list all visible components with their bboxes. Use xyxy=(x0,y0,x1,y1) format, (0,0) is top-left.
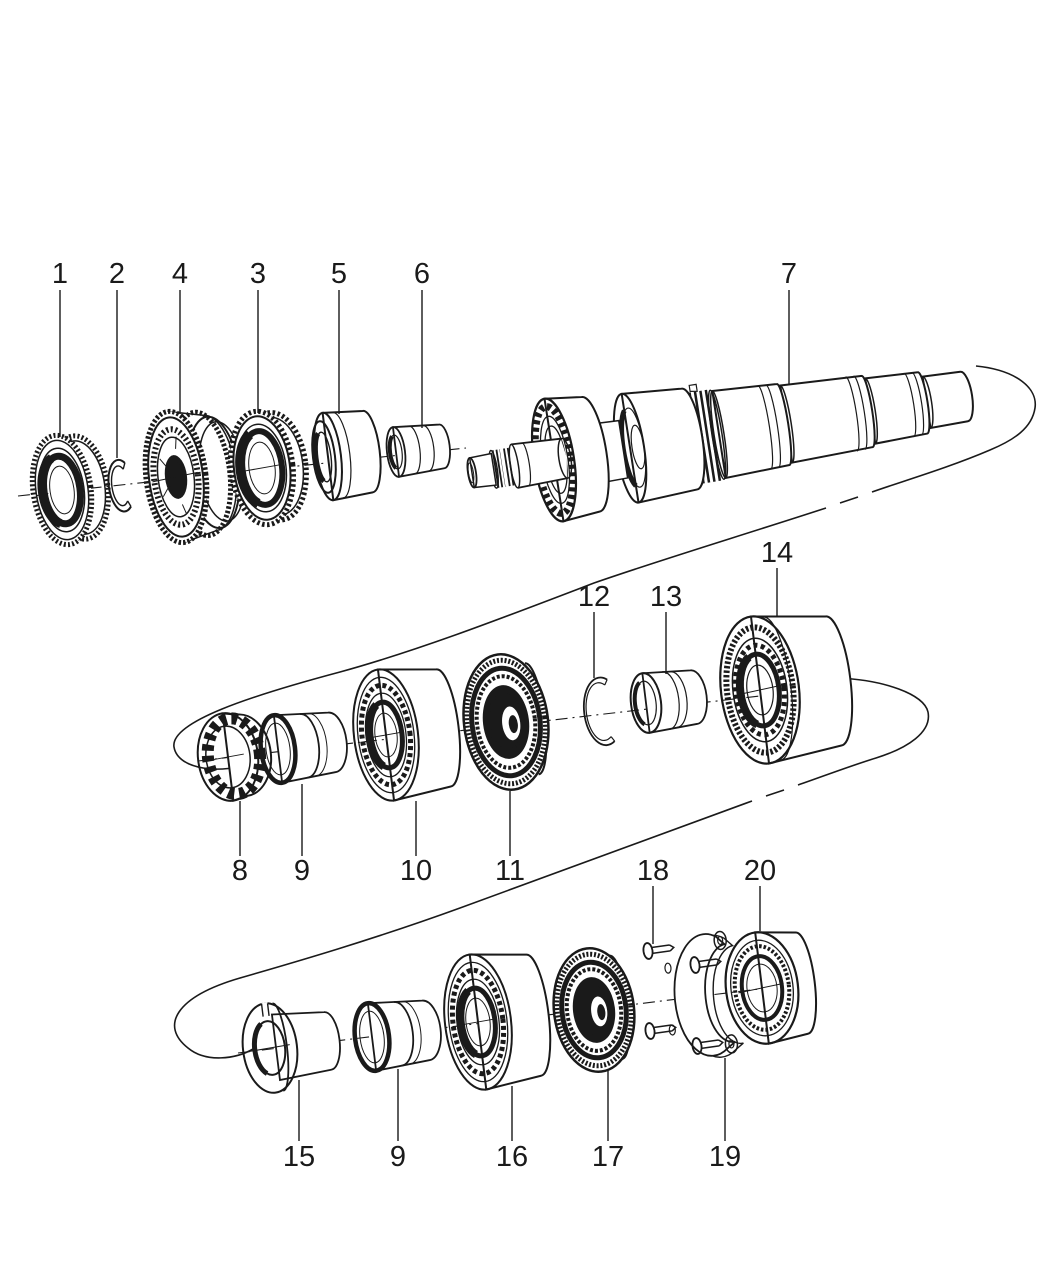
part-7-main-shaft xyxy=(466,370,974,523)
callout-label-8: 8 xyxy=(232,855,248,887)
callout-label-4: 4 xyxy=(172,258,188,290)
serpentine-top-dash xyxy=(839,496,859,504)
callout-label-17: 17 xyxy=(592,1141,624,1173)
part-15-flanged-bushing xyxy=(241,1001,341,1094)
part-6-spacer-sleeve xyxy=(385,423,451,478)
part-13-bushing-small xyxy=(629,669,708,734)
part-10-gear-ring xyxy=(352,668,462,802)
part-2-snap-ring xyxy=(107,458,132,513)
serpentine-top-right xyxy=(871,365,1036,493)
part-14-bearing-large xyxy=(719,615,854,765)
callout-label-16: 16 xyxy=(496,1141,528,1173)
screw-icon xyxy=(642,942,675,960)
part-11-bearing-dark xyxy=(462,653,550,791)
part-12-snap-ring-large xyxy=(582,676,616,747)
callout-label-11: 11 xyxy=(495,855,525,887)
leader-lines xyxy=(59,290,790,1141)
callout-label-14: 14 xyxy=(761,537,793,569)
callout-label-5: 5 xyxy=(331,258,347,290)
callout-label-3: 3 xyxy=(250,258,266,290)
callout-label-18: 18 xyxy=(637,855,669,887)
part-9-bushing-bottom xyxy=(352,999,442,1074)
callout-label-7: 7 xyxy=(781,258,797,290)
callout-label-6: 6 xyxy=(414,258,430,290)
screw-icon xyxy=(689,956,722,974)
screw-icon xyxy=(644,1022,677,1040)
callout-label-10: 10 xyxy=(400,855,432,887)
part-16-gear-ring xyxy=(443,953,552,1091)
callout-label-1: 1 xyxy=(52,258,68,290)
part-9-bushing-middle xyxy=(258,711,348,786)
part-5-sleeve-drum xyxy=(311,409,382,502)
callout-label-2: 2 xyxy=(109,258,125,290)
callout-label-15: 15 xyxy=(283,1141,315,1173)
serpentine-top-to-middle xyxy=(173,507,827,770)
callout-label-9b: 9 xyxy=(390,1141,406,1173)
callout-label-13: 13 xyxy=(650,581,682,613)
screw-icon xyxy=(691,1037,724,1055)
part-18-screws xyxy=(642,942,724,1055)
part-4-synchronizer-hub xyxy=(142,408,246,546)
callout-label-20: 20 xyxy=(744,855,776,887)
part-20-bearing xyxy=(724,931,818,1045)
part-17-bearing-dark xyxy=(552,947,636,1073)
serpentine-middle-to-bottom xyxy=(173,800,753,1059)
callout-label-9: 9 xyxy=(294,855,310,887)
callout-label-12: 12 xyxy=(578,581,610,613)
part-3-blocker-ring xyxy=(227,408,309,528)
callout-labels: 1 2 4 3 5 6 7 12 13 14 8 9 10 11 18 20 1… xyxy=(52,258,797,1173)
callout-label-19: 19 xyxy=(709,1141,741,1173)
serpentine-middle-right xyxy=(797,677,930,786)
part-1-toothed-ring xyxy=(29,432,111,548)
serpentine-middle-dash xyxy=(765,789,785,797)
